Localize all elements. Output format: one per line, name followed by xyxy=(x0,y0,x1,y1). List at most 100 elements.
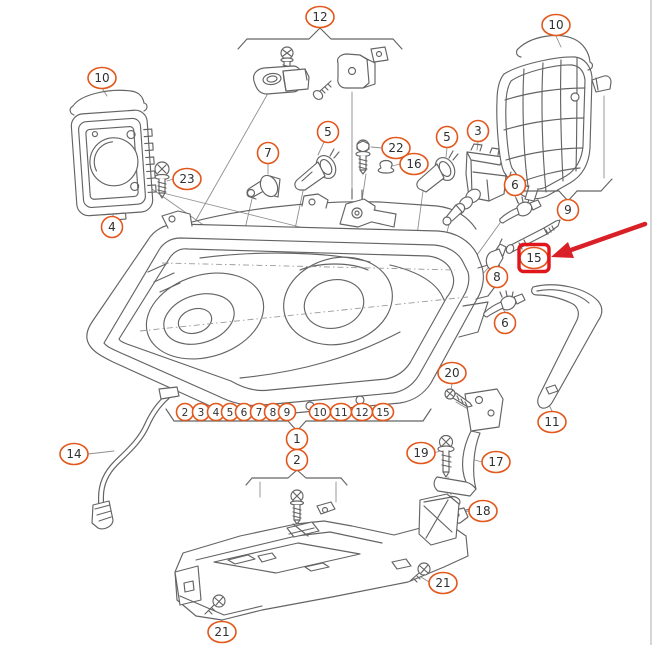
bracket-group-12-drawing xyxy=(252,46,389,101)
callout-circle[interactable] xyxy=(100,215,124,239)
headlamp-drawing xyxy=(86,188,504,418)
callout-circle[interactable] xyxy=(435,125,459,149)
callout-15[interactable]: 15 xyxy=(519,246,549,270)
callout-circle[interactable] xyxy=(305,5,335,29)
callout-circle[interactable] xyxy=(468,499,498,523)
callout-circle[interactable] xyxy=(428,571,458,595)
callout-6[interactable]: 6 xyxy=(493,311,517,335)
callout-circle[interactable] xyxy=(556,198,580,222)
callout-circle[interactable] xyxy=(285,448,309,472)
callout-label: 2 xyxy=(182,407,189,419)
hose-drawing xyxy=(91,386,180,530)
callout-label: 5 xyxy=(324,125,332,139)
callout-label: 21 xyxy=(214,625,229,639)
callout-label: 7 xyxy=(264,146,272,160)
callout-label: 19 xyxy=(413,446,428,460)
callout-14[interactable]: 14 xyxy=(59,442,89,466)
callout-15[interactable]: 15 xyxy=(371,402,395,422)
callout-9[interactable]: 9 xyxy=(277,402,297,422)
callout-3[interactable]: 3 xyxy=(466,119,490,143)
callout-7[interactable]: 7 xyxy=(256,141,280,165)
callout-circle[interactable] xyxy=(493,311,517,335)
callout-label: 6 xyxy=(241,407,248,419)
callout-circle[interactable] xyxy=(485,265,509,289)
callout-21[interactable]: 21 xyxy=(207,620,237,644)
callout-12[interactable]: 12 xyxy=(350,402,374,422)
callout-circle[interactable] xyxy=(207,620,237,644)
callout-12[interactable]: 12 xyxy=(305,5,335,29)
socket-6-upper-drawing xyxy=(499,196,542,224)
pointer-arrow-shaft xyxy=(568,221,648,253)
callout-circle[interactable] xyxy=(541,13,571,37)
callout-17[interactable]: 17 xyxy=(481,450,511,474)
screw-21-left-drawing xyxy=(204,594,226,615)
callout-circle[interactable] xyxy=(399,152,429,176)
callout-circle[interactable] xyxy=(503,173,527,197)
clip-2-drawing xyxy=(316,501,336,515)
callout-16[interactable]: 16 xyxy=(399,152,429,176)
callout-4[interactable]: 4 xyxy=(100,215,124,239)
callout-10[interactable]: 10 xyxy=(541,13,571,37)
screw-23-drawing xyxy=(154,161,170,199)
callout-circle[interactable] xyxy=(466,119,490,143)
callout-11[interactable]: 11 xyxy=(537,410,567,434)
callout-1[interactable]: 1 xyxy=(285,427,309,451)
callout-label: 18 xyxy=(475,504,490,518)
callout-23[interactable]: 23 xyxy=(172,167,202,191)
callout-18[interactable]: 18 xyxy=(468,499,498,523)
screw-21-right-drawing xyxy=(409,562,431,583)
callout-2[interactable]: 2 xyxy=(175,402,195,422)
callout-circle[interactable] xyxy=(537,410,567,434)
callout-label: 21 xyxy=(435,576,450,590)
callout-8[interactable]: 8 xyxy=(485,265,509,289)
bulb-7-drawing xyxy=(246,174,281,200)
callout-label: 4 xyxy=(108,220,116,234)
callout-label: 14 xyxy=(66,447,81,461)
callout-2[interactable]: 2 xyxy=(285,448,309,472)
callout-circle[interactable] xyxy=(316,120,340,144)
callout-label: 11 xyxy=(334,407,347,419)
callout-label: 12 xyxy=(355,407,368,419)
callout-19[interactable]: 19 xyxy=(406,441,436,465)
highlight-annotation xyxy=(517,221,648,274)
callout-10[interactable]: 10 xyxy=(308,402,332,422)
callout-20[interactable]: 20 xyxy=(437,361,467,385)
callout-22[interactable]: 22 xyxy=(381,136,411,160)
callout-label: 10 xyxy=(313,407,326,419)
callout-9[interactable]: 9 xyxy=(556,198,580,222)
callout-circle[interactable] xyxy=(381,136,411,160)
callout-label: 23 xyxy=(179,172,194,186)
callout-label: 5 xyxy=(443,130,451,144)
callout-5[interactable]: 5 xyxy=(435,125,459,149)
callout-circle[interactable] xyxy=(371,402,395,422)
callout-circle[interactable] xyxy=(172,167,202,191)
callout-label: 11 xyxy=(544,415,559,429)
wire-clip-right-drawing xyxy=(515,35,594,71)
callout-5[interactable]: 5 xyxy=(316,120,340,144)
callout-circle[interactable] xyxy=(59,442,89,466)
callout-4[interactable]: 4 xyxy=(206,402,226,422)
callout-circle[interactable] xyxy=(481,450,511,474)
screw-22-drawing xyxy=(355,139,371,175)
callout-label: 5 xyxy=(227,407,234,419)
screw-2-drawing xyxy=(289,489,305,525)
callout-11[interactable]: 11 xyxy=(329,402,353,422)
callout-circle[interactable] xyxy=(406,441,436,465)
callout-8[interactable]: 8 xyxy=(263,402,283,422)
cap-16-drawing xyxy=(377,159,395,174)
callout-label: 6 xyxy=(501,316,509,330)
callout-label: 6 xyxy=(511,178,519,192)
callout-circle[interactable] xyxy=(256,141,280,165)
highlight-box xyxy=(517,242,551,274)
callout-circle[interactable] xyxy=(437,361,467,385)
callout-21[interactable]: 21 xyxy=(428,571,458,595)
bracket-17-drawing xyxy=(433,388,504,497)
callout-circle[interactable] xyxy=(277,402,297,422)
callout-10[interactable]: 10 xyxy=(87,66,117,90)
module-3-drawing xyxy=(442,143,507,226)
callout-label: 9 xyxy=(564,203,572,217)
callout-6[interactable]: 6 xyxy=(503,173,527,197)
callout-circle[interactable] xyxy=(87,66,117,90)
